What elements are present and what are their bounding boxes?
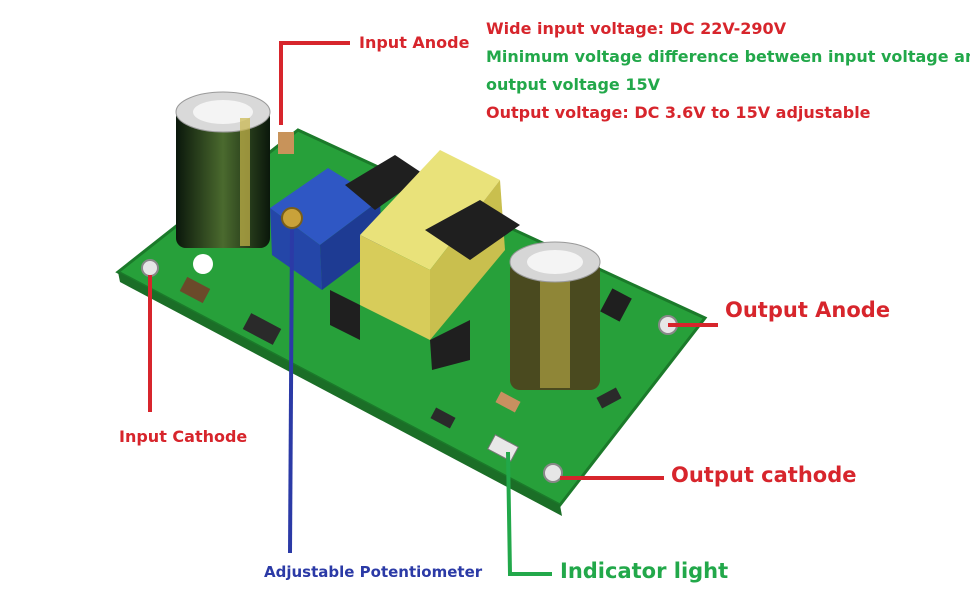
callout-output-cathode: Output cathode <box>671 463 857 487</box>
pcb-edge <box>118 272 562 516</box>
smd-part <box>278 132 294 154</box>
pad-in-minus <box>141 259 159 277</box>
callout-adjustable-potentiometer: Adjustable Potentiometer <box>264 563 483 581</box>
spec-min-diff-line1: Minimum voltage difference between input… <box>486 47 970 66</box>
smd-part <box>596 387 622 409</box>
capacitor-right <box>509 241 601 390</box>
spec-input-voltage: Wide input voltage: DC 22V-290V <box>486 19 787 38</box>
spec-output-voltage: Output voltage: DC 3.6V to 15V adjustabl… <box>486 103 871 122</box>
led-part <box>487 434 519 462</box>
callout-line-input-anode <box>279 41 350 125</box>
callout-output-anode: Output Anode <box>725 298 891 322</box>
callout-line-potentiometer <box>288 229 294 554</box>
smd-part <box>430 407 456 429</box>
callout-indicator-light: Indicator light <box>560 559 729 583</box>
transformer <box>330 150 520 370</box>
callout-line-indicator <box>506 451 552 576</box>
pad-out-minus <box>543 463 563 483</box>
capacitor-left <box>175 91 271 248</box>
smd-part <box>600 288 632 322</box>
smd-part <box>179 276 211 304</box>
smd-part <box>242 313 282 345</box>
spec-min-diff-line2: output voltage 15V <box>486 75 660 94</box>
callout-input-cathode: Input Cathode <box>119 427 248 446</box>
pad-in-plus <box>193 254 213 274</box>
callout-input-anode: Input Anode <box>359 33 470 52</box>
smd-part <box>495 391 521 413</box>
